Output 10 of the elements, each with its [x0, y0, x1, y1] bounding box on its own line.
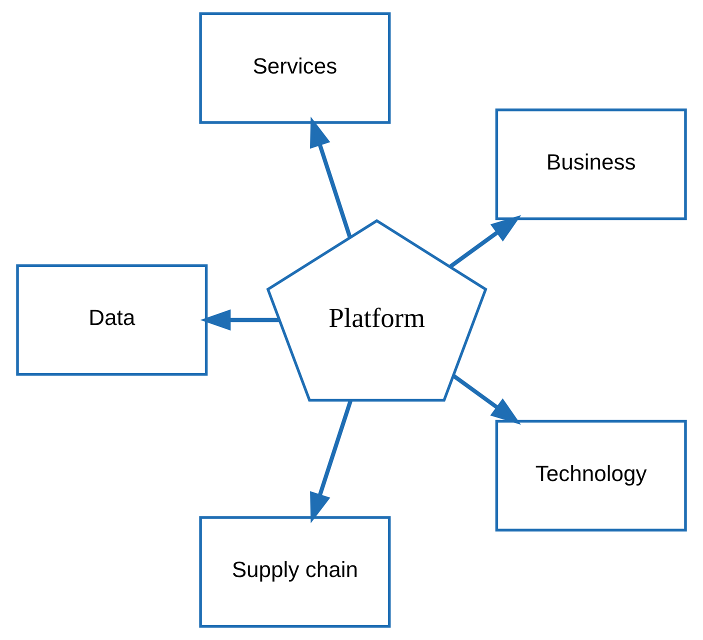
arrow [310, 400, 353, 524]
node-box: Data [16, 264, 208, 376]
node-box: Services [199, 12, 391, 124]
arrow [200, 309, 280, 331]
node-box: Technology [495, 420, 687, 532]
arrow [449, 215, 522, 268]
node-box: Supply chain [199, 516, 391, 628]
arrow [310, 116, 352, 238]
arrow [452, 374, 522, 425]
node-box: Business [495, 108, 687, 220]
